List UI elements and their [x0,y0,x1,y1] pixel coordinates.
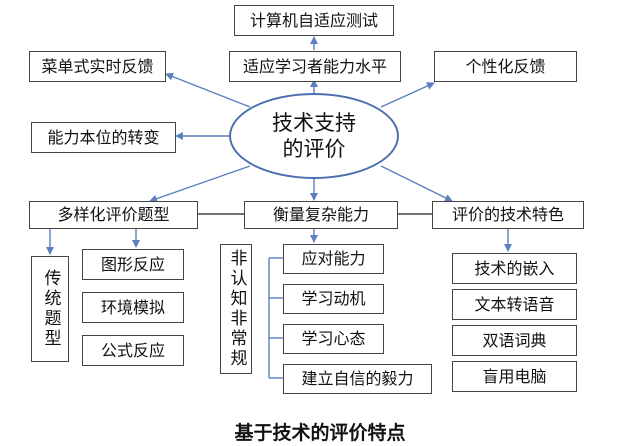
node-tech-features: 评价的技术特色 [432,201,584,229]
center-ellipse: 技术支持 的评价 [229,93,399,179]
arrow-to-personal-feedback [380,82,435,108]
center-line1: 技术支持 [272,110,356,135]
middle-item-mindset: 学习心态 [283,324,384,354]
node-cat: 计算机自适应测试 [234,5,394,36]
middle-item-motivation: 学习动机 [283,284,384,314]
arrow-to-diverse-types [149,165,251,203]
node-complex-ability: 衡量复杂能力 [244,201,398,229]
arrow-to-menu-feedback [165,72,251,108]
node-competency: 能力本位的转变 [31,122,176,153]
right-item-dictionary: 双语词典 [452,325,577,356]
right-item-embedding: 技术的嵌入 [452,253,577,284]
node-adaptive-level: 适应学习者能力水平 [229,51,401,82]
left-item-graphic: 图形反应 [82,249,184,280]
diagram-caption: 基于技术的评价特点 [234,422,406,444]
node-menu-feedback: 菜单式实时反馈 [29,51,166,82]
right-item-tts: 文本转语音 [452,289,577,320]
node-personal-feedback: 个性化反馈 [434,51,577,82]
arrow-to-tech-features [380,165,453,202]
right-item-blind-computer: 盲用电脑 [452,361,577,392]
middle-item-coping: 应对能力 [283,244,384,274]
left-item-simulation: 环境模拟 [82,292,184,323]
left-item-formula: 公式反应 [82,335,184,366]
middle-item-perseverance: 建立自信的毅力 [283,364,432,394]
center-line2: 的评价 [282,137,346,161]
node-diverse-types: 多样化评价题型 [29,201,198,229]
node-traditional: 传统题型 [31,256,69,362]
node-noncognitive: 非认知非常规 [220,244,252,374]
